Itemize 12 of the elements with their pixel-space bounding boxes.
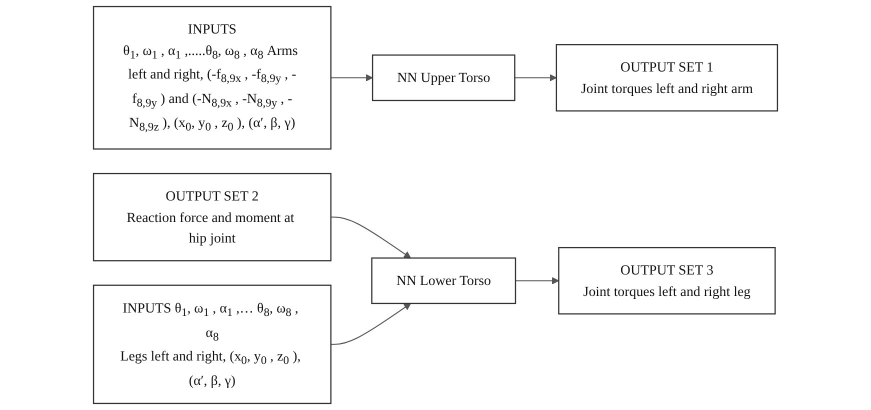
arrow xyxy=(516,277,560,284)
arrow xyxy=(330,216,412,258)
arrow xyxy=(330,74,373,82)
node-box: OUTPUT SET 2 Reaction force and moment at hip joint xyxy=(92,172,332,262)
node-box: NN Lower Torso xyxy=(371,257,516,304)
arrow xyxy=(514,74,557,82)
node-box: NN Upper Torso xyxy=(372,54,516,102)
node-box: OUTPUT SET 1 Joint torques left and right arm xyxy=(556,44,778,112)
node-box: INPUTS θ$_{1}$, ω$_{1}$ , α$_{1}$ ,.....θ$_{8}$, ω$_{8}$ , α$_{8}$ Arms left and right, (-f$_{8,9x}$ , -f$_{8,9y}$ , -f$_{8,9y}$ ) and (-N$_{8,9x}$ , -N$_{8,9y}$ , -N$_{8,9z}$ ), (x$_{0}$, y$_{0}$ , z$_{0}$ ), (α′, β, γ) xyxy=(92,6,332,150)
node-box: OUTPUT SET 3 Joint torques left and right leg xyxy=(558,246,776,314)
arrow xyxy=(330,303,412,345)
node-box: INPUTS θ$_{1}$, ω$_{1}$ , α$_{1}$ ,… θ$_{8}$, ω$_{8}$ , α$_{8}$ Legs left and right, (x$_{0}$, y$_{0}$ , z$_{0}$ ), (α′, β, γ) xyxy=(92,284,332,404)
